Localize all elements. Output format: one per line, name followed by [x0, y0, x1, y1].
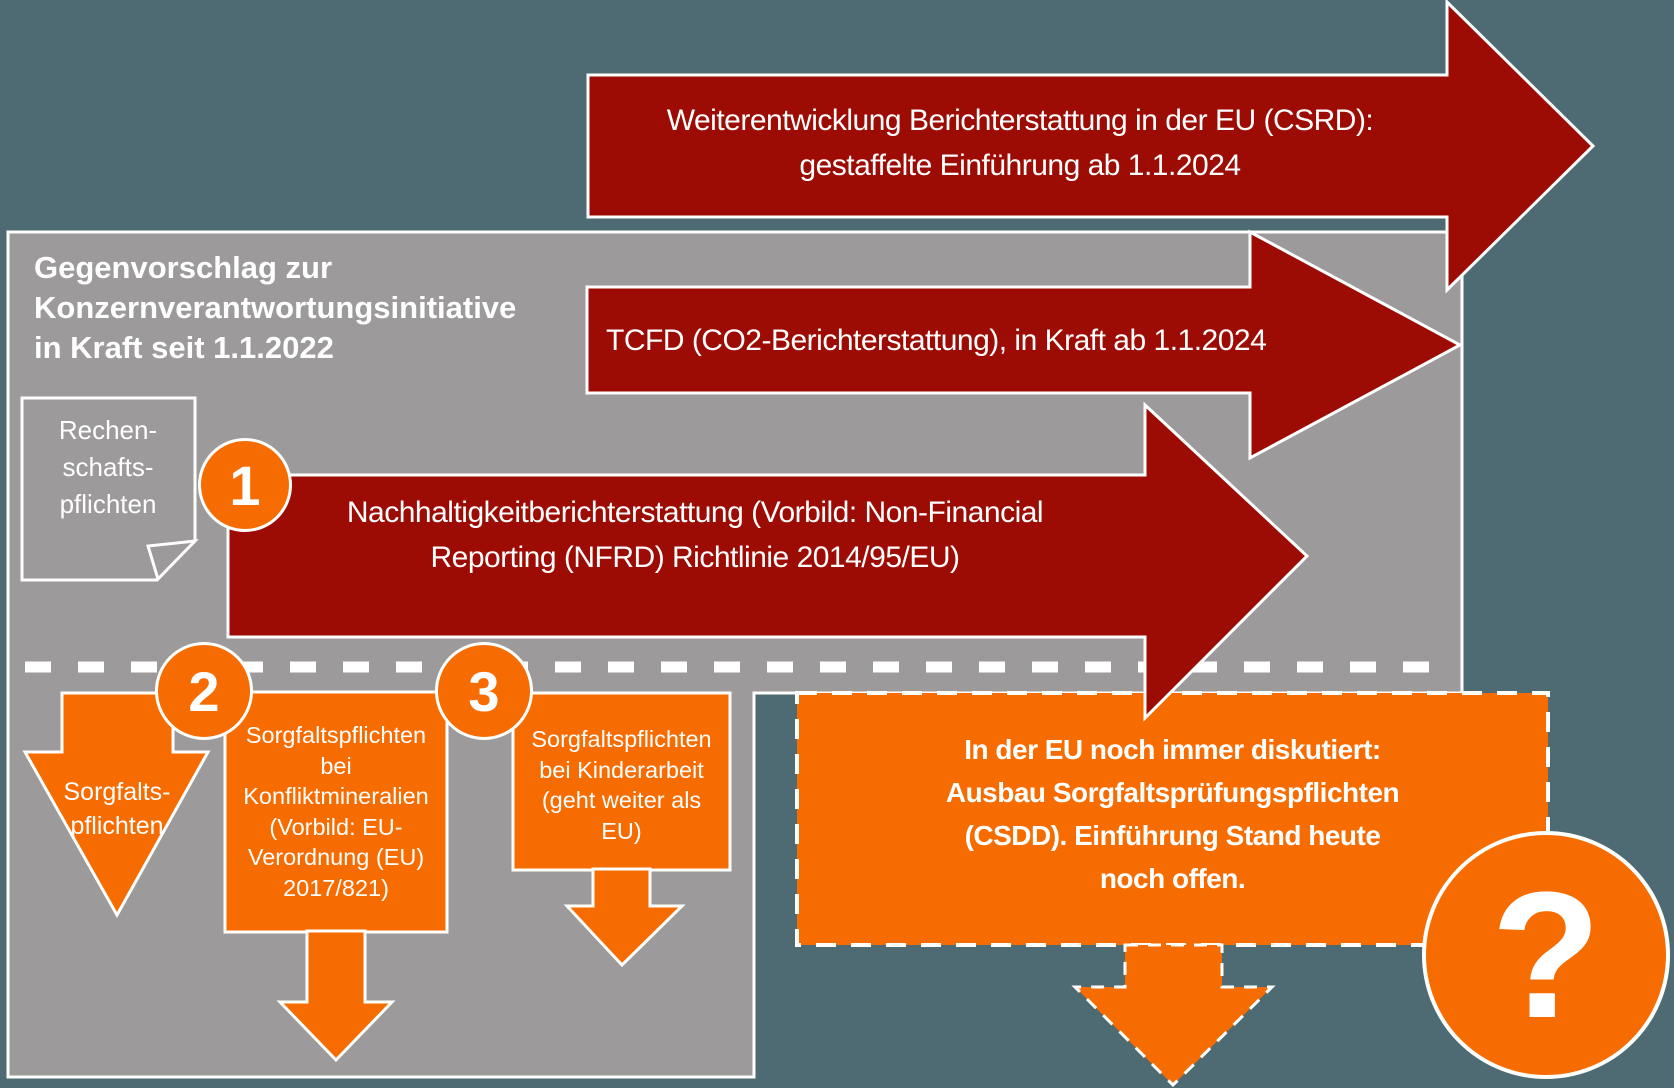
note-label-line2: schafts-	[62, 452, 154, 482]
minerals-box-line4: (Vorbild: EU-	[269, 813, 403, 840]
minerals-box-label: Sorgfaltspflichten bei Konfliktmineralie…	[227, 720, 445, 903]
minerals-box-line3: Konfliktmineralien	[243, 783, 429, 809]
gray-panel-heading-line3: in Kraft seit 1.1.2022	[34, 330, 334, 365]
csdd-box-label: In der EU noch immer diskutiert: Ausbau …	[809, 728, 1536, 900]
child-labour-box-line2: bei Kinderarbeit	[539, 756, 704, 783]
csdd-box-line2: Ausbau Sorgfaltsprüfungspflichten	[945, 777, 1400, 808]
csrd-arrow-label-line2: gestaffelte Einführung ab 1.1.2024	[799, 149, 1241, 182]
nfrd-arrow-label-line1: Nachhaltigkeitberichterstattung (Vorbild…	[346, 496, 1044, 529]
badge-3-number: 3	[468, 659, 500, 723]
badge-2-number: 2	[188, 659, 220, 723]
duty-arrow-label-line2: pflichten	[70, 812, 164, 840]
minerals-box-line6: 2017/821)	[283, 874, 389, 901]
minerals-box-line5: Verordnung (EU)	[247, 844, 425, 870]
nfrd-arrow-shape	[226, 401, 1310, 722]
nfrd-arrow-label-line2: Reporting (NFRD) Richtlinie 2014/95/EU)	[430, 541, 960, 574]
gray-panel-heading-line1: Gegenvorschlag zur	[34, 250, 333, 285]
minerals-box-line2: bei	[320, 752, 352, 779]
tcfd-arrow-shape	[585, 229, 1464, 461]
note-label-line1: Rechen-	[58, 415, 158, 445]
child-labour-box-label: Sorgfaltspflichten bei Kinderarbeit (geh…	[515, 724, 728, 846]
badge-2: 2	[155, 642, 253, 740]
child-labour-box-shape	[511, 691, 732, 872]
minerals-down-arrow	[276, 929, 396, 1063]
question-mark-badge: ?	[1422, 831, 1670, 1079]
duty-arrow-label: Sorgfalts- pflichten	[40, 775, 194, 843]
minerals-box-shape	[223, 690, 449, 934]
csdd-down-arrow	[1071, 943, 1276, 1088]
note-label-line3: pflichten	[59, 489, 157, 519]
tcfd-arrow-label: TCFD (CO2-Berichterstattung), in Kraft a…	[606, 318, 1267, 363]
child-labour-box-line4: EU)	[601, 817, 642, 844]
note-label: Rechen- schafts- pflichten	[24, 412, 192, 523]
note-fold-corner	[146, 539, 199, 582]
csdd-box-shape	[795, 691, 1550, 947]
badge-3: 3	[435, 642, 533, 740]
csrd-arrow-label-line1: Weiterentwicklung Berichterstattung in d…	[666, 104, 1374, 137]
badge-1: 1	[198, 438, 292, 532]
child-labour-box-line3: (geht weiter als	[541, 787, 702, 813]
csdd-box-line1: In der EU noch immer diskutiert:	[964, 734, 1381, 765]
csdd-box-line3: (CSDD). Einführung Stand heute	[964, 820, 1381, 851]
csrd-arrow-shape	[586, 0, 1596, 294]
child-labour-box-line1: Sorgfaltspflichten	[531, 726, 712, 752]
nfrd-arrow-label: Nachhaltigkeitberichterstattung (Vorbild…	[245, 490, 1145, 580]
question-mark-glyph: ?	[1491, 854, 1601, 1056]
gray-panel-heading: Gegenvorschlag zur Konzernverantwortungs…	[34, 248, 654, 368]
minerals-box-line1: Sorgfaltspflichten	[245, 722, 427, 748]
duty-arrow-label-line1: Sorgfalts-	[63, 778, 171, 806]
tcfd-arrow-label-line1: TCFD (CO2-Berichterstattung), in Kraft a…	[606, 324, 1267, 357]
badge-1-number: 1	[229, 453, 261, 517]
csrd-arrow-label: Weiterentwicklung Berichterstattung in d…	[600, 98, 1440, 188]
gray-panel-heading-line2: Konzernverantwortungsinitiative	[34, 290, 517, 325]
child-labour-down-arrow	[563, 867, 686, 968]
csdd-box-line4: noch offen.	[1099, 863, 1246, 894]
